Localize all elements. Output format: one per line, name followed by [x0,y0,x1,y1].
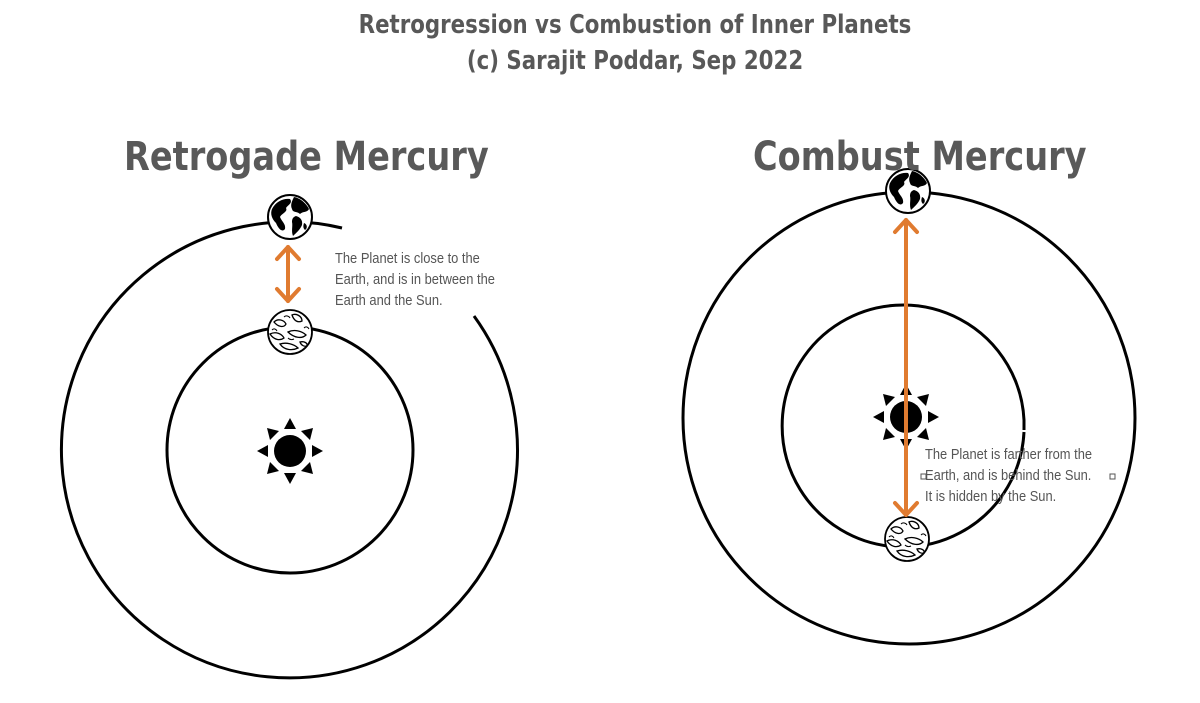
text-box-handle [920,473,927,480]
heading-retrograde-mercury: Retrogade Mercury [124,134,489,180]
note-line: Earth and the Sun. [335,292,443,309]
left-panel-diagram [59,194,519,680]
right-panel-diagram [681,168,1137,646]
note-line: It is hidden by the Sun. [925,488,1057,505]
distance-arrow [893,218,919,517]
distance-arrow [275,245,301,303]
sun-icon [257,418,323,484]
earth-icon [267,194,313,240]
note-line: The Planet is close to the [335,250,480,267]
mercury-icon [267,309,313,355]
page-subtitle: (c) Sarajit Poddar, Sep 2022 [466,46,804,76]
page-title: Retrogression vs Combustion of Inner Pla… [358,10,912,40]
mercury-icon [884,516,930,562]
text-box-handle [1109,473,1116,480]
right-inner-orbit [780,303,1026,549]
retrograde-note: The Planet is close to the Earth, and is… [335,248,495,311]
combust-note: The Planet is farther from the Earth, an… [925,444,1092,507]
note-line: The Planet is farther from the [925,446,1093,463]
left-outer-orbit [59,220,519,680]
note-line: Earth, and is behind the Sun. [925,467,1092,484]
note-line: Earth, and is in between the [335,271,495,288]
heading-combust-mercury: Combust Mercury [753,134,1087,180]
